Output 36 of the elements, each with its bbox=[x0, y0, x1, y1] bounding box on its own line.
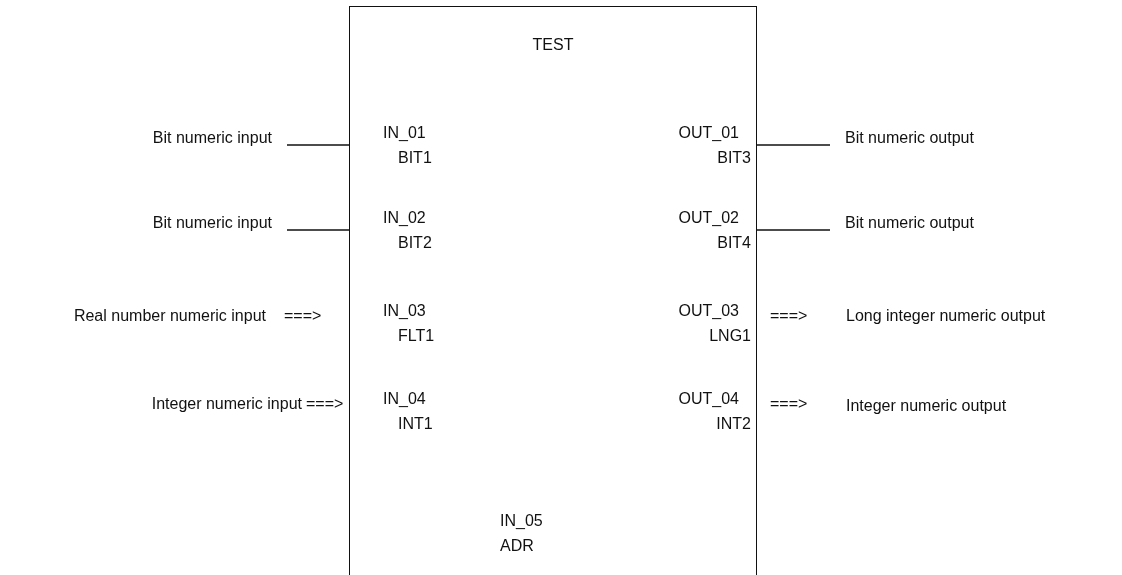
signal-label: Bit numeric output bbox=[845, 213, 1045, 233]
text-arrow: ===> bbox=[284, 306, 322, 326]
signal-label: Integer numeric output bbox=[846, 396, 1086, 416]
block-title: TEST bbox=[531, 35, 575, 55]
variable-name: FLT1 bbox=[398, 326, 435, 346]
connection-line bbox=[286, 144, 351, 146]
variable-name: LNG1 bbox=[709, 326, 751, 346]
signal-label: Long integer numeric output bbox=[846, 306, 1118, 326]
pin-name: OUT_04 bbox=[678, 389, 739, 409]
signal-label: Real number numeric input bbox=[0, 306, 266, 326]
variable-name: BIT3 bbox=[717, 148, 751, 168]
pin-name: IN_05 bbox=[500, 511, 543, 531]
signal-label: Integer numeric input bbox=[26, 394, 302, 414]
pin-name: OUT_03 bbox=[678, 301, 739, 321]
signal-label: Bit numeric input bbox=[60, 128, 272, 148]
variable-name: ADR bbox=[500, 536, 534, 556]
signal-label: Bit numeric input bbox=[60, 213, 272, 233]
variable-name: BIT2 bbox=[398, 233, 432, 253]
pin-name: IN_02 bbox=[383, 208, 426, 228]
signal-label: Bit numeric output bbox=[845, 128, 1045, 148]
pin-name: IN_01 bbox=[383, 123, 426, 143]
function-block bbox=[349, 6, 757, 575]
connection-line bbox=[756, 144, 831, 146]
connection-line bbox=[286, 229, 351, 231]
variable-name: INT2 bbox=[716, 414, 751, 434]
text-arrow: ===> bbox=[306, 394, 344, 414]
pin-name: OUT_02 bbox=[678, 208, 739, 228]
pin-name: IN_04 bbox=[383, 389, 426, 409]
variable-name: BIT1 bbox=[398, 148, 432, 168]
text-arrow: ===> bbox=[770, 394, 808, 414]
pin-name: IN_03 bbox=[383, 301, 426, 321]
pin-name: OUT_01 bbox=[678, 123, 739, 143]
variable-name: BIT4 bbox=[717, 233, 751, 253]
variable-name: INT1 bbox=[398, 414, 433, 434]
connection-line bbox=[756, 229, 831, 231]
text-arrow: ===> bbox=[770, 306, 808, 326]
